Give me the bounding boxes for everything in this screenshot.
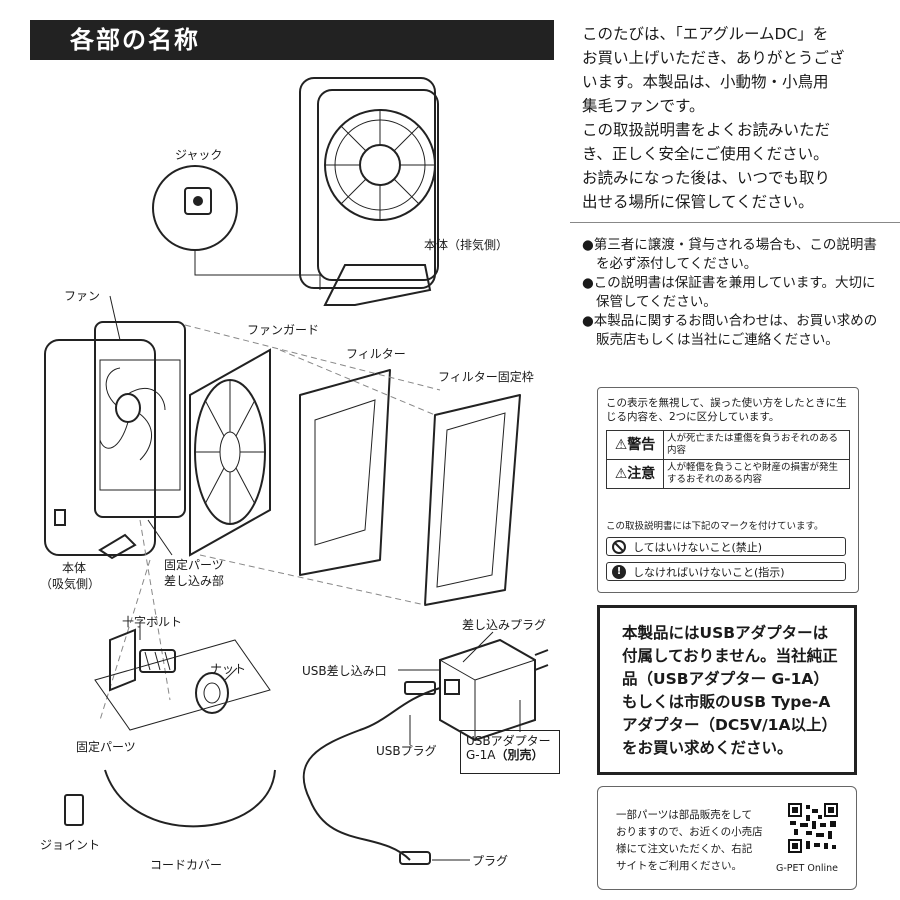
note-item: ●本製品に関するお問い合わせは、お買い求めの販売店もしくは当社にご連絡ください。 (582, 313, 878, 348)
warning-table: ⚠警告 人が死亡または重傷を負うおそれのある内容 ⚠注意 人が軽傷を負うことや財… (606, 430, 850, 489)
qr-code-icon[interactable] (788, 803, 838, 853)
fan-guard-illustration (189, 348, 271, 557)
caution-key: ⚠注意 (606, 459, 664, 489)
usb-adapter-notice: 本製品にはUSBアダプターは 付属しておりません。当社純正 品（USBアダプター… (597, 605, 857, 775)
filter-illustration (299, 369, 391, 576)
joint-illustration (64, 794, 84, 826)
label-cord-cover: コードカバー (150, 858, 223, 872)
label-fix-parts: 固定パーツ (76, 740, 136, 754)
jack-detail-illustration (152, 165, 321, 290)
label-body-exhaust: 本体（排気側） (424, 238, 509, 252)
usb-plug-illustration (404, 681, 436, 695)
filter-frame-illustration (424, 394, 521, 606)
notes-list: ●第三者に譲渡・貸与される場合も、この説明書を必ず添付してください。 ●この説明… (582, 236, 882, 350)
label-body-intake-side: （吸気側） (40, 577, 101, 591)
mandatory-icon: ! (612, 565, 626, 579)
mark-note: この取扱説明書には下記のマークを付けています。 (606, 521, 824, 532)
warning-key: ⚠警告 (606, 430, 664, 460)
label-fix-slot: 固定パーツ (164, 558, 224, 572)
note-item: ●この説明書は保証書を兼用しています。大切に保管してください。 (582, 275, 876, 310)
label-plug-in: 差し込みプラグ (462, 618, 547, 632)
label-joint: ジョイント (40, 838, 101, 852)
warning-desc: 人が死亡または重傷を負うおそれのある内容 (663, 430, 850, 460)
warning-box: この表示を無視して、誤った使い方をしたときに生じる内容を、2つに区分しています。… (597, 387, 859, 593)
label-fan-guard: ファンガード (247, 323, 320, 337)
label-usb-adapter: USBアダプター G-1A（別売） (460, 730, 560, 774)
section-title: 各部の名称 (30, 20, 554, 60)
caution-row: ⚠注意 人が軽傷を負うことや財産の損害が発生するおそれのある内容 (606, 459, 850, 489)
label-fan: ファン (64, 289, 101, 303)
label-body-intake: 本体 (62, 561, 87, 575)
prohibited-icon (612, 540, 626, 554)
warning-intro: この表示を無視して、誤った使い方をしたときに生じる内容を、2つに区分しています。 (606, 397, 847, 423)
label-fix-slot-2: 差し込み部 (164, 574, 225, 588)
parts-sales-box: 一部パーツは部品販売をして おりますので、お近くの小売店 様にて注文いただくか、… (597, 786, 857, 890)
mark-mandatory: ! しなければいけないこと(指示) (606, 562, 846, 581)
warning-row: ⚠警告 人が死亡または重傷を負うおそれのある内容 (606, 430, 850, 460)
label-nut: ナット (210, 662, 247, 676)
label-plug: プラグ (472, 854, 509, 868)
caution-desc: 人が軽傷を負うことや財産の損害が発生するおそれのある内容 (663, 459, 850, 489)
label-cross-bolt: 十字ボルト (122, 615, 183, 629)
cord-cover-illustration (104, 769, 276, 828)
label-usb-port: USB差し込み口 (302, 664, 387, 678)
intro-text: このたびは、「エアグルームDC」を お買い上げいただき、ありがとうござ います。… (582, 25, 845, 211)
label-filter-frame: フィルター固定枠 (438, 370, 534, 384)
parts-diagram (44, 77, 549, 865)
dc-plug-illustration (399, 851, 431, 865)
fixing-parts-illustration (94, 628, 271, 731)
label-usb-plug: USBプラグ (376, 744, 437, 758)
label-jack: ジャック (175, 148, 223, 162)
label-filter: フィルター (346, 347, 406, 361)
body-intake-illustration (44, 321, 186, 560)
usb-adapter-illustration (439, 638, 549, 742)
body-exhaust-illustration (299, 77, 439, 306)
parts-note: 一部パーツは部品販売をして おりますので、お近くの小売店 様にて注文いただくか、… (616, 809, 763, 872)
qr-label: G-PET Online (776, 863, 838, 874)
note-item: ●第三者に譲渡・貸与される場合も、この説明書を必ず添付してください。 (582, 237, 877, 272)
usb-cable-illustration (302, 687, 441, 861)
mark-prohibited: してはいけないこと(禁止) (606, 537, 846, 556)
divider (570, 222, 900, 223)
